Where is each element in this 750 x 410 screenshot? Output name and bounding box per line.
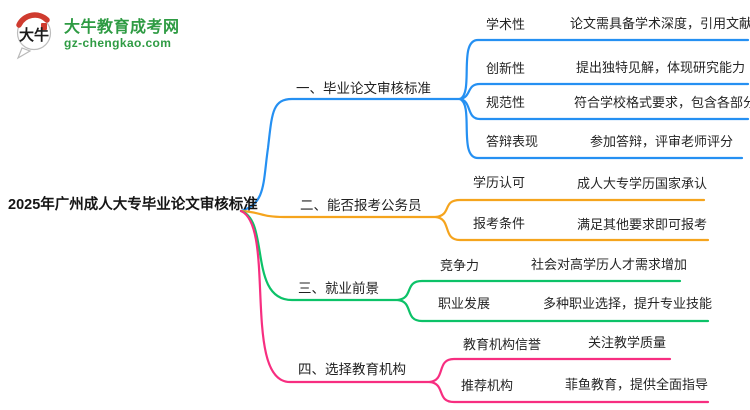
branch3-row1-keyword: 竞争力 — [440, 258, 480, 273]
branch1-row1-desc: 论文需具备学术深度，引用文献 — [570, 16, 750, 31]
branch4-row2-keyword: 推荐机构 — [461, 378, 514, 393]
branch1-row4-keyword: 答辩表现 — [486, 134, 539, 149]
branch2-label: 二、能否报考公务员 — [300, 198, 422, 213]
branch1-row2-keyword: 创新性 — [486, 61, 526, 76]
logo-text-block: 大牛教育成考网 gz-chengkao.com — [64, 19, 180, 51]
branch4-row2-desc: 菲鱼教育，提供全面指导 — [565, 377, 709, 392]
branch4-label: 四、选择教育机构 — [298, 362, 406, 377]
central-topic: 2025年广州成人大专毕业论文审核标准 — [8, 197, 258, 213]
branch1-connectors — [239, 38, 750, 213]
site-name: 大牛教育成考网 — [64, 18, 180, 36]
site-domain: gz-chengkao.com — [64, 36, 172, 51]
branch3-row2-keyword: 职业发展 — [438, 296, 491, 311]
branch1-row1-keyword: 学术性 — [486, 17, 526, 32]
site-logo: 大牛 大牛教育成考网 gz-chengkao.com — [12, 10, 180, 60]
branch2-row1-keyword: 学历认可 — [473, 175, 526, 190]
branch4-connectors — [239, 209, 710, 404]
logo-icon-text: 大牛 — [19, 26, 49, 44]
branch1-row3-desc: 符合学校格式要求，包含各部分 — [574, 95, 750, 110]
branch4-row1-desc: 关注教学质量 — [588, 335, 667, 350]
branch2-row2-keyword: 报考条件 — [473, 216, 526, 231]
branch4-row1-keyword: 教育机构信誉 — [463, 337, 542, 352]
branch3-row1-desc: 社会对高学历人才需求增加 — [531, 257, 688, 272]
branch1-row3-keyword: 规范性 — [486, 95, 526, 110]
branch2-connectors — [239, 198, 710, 242]
branch2-row1-desc: 成人大专学历国家承认 — [577, 176, 708, 191]
branch1-row2-desc: 提出独特见解，体现研究能力 — [576, 60, 746, 75]
logo-bubble-icon: 大牛 — [16, 12, 52, 60]
branch3-row2-desc: 多种职业选择，提升专业技能 — [543, 296, 713, 311]
branch3-label: 三、就业前景 — [298, 281, 379, 296]
branch1-row4-desc: 参加答辩，评审老师评分 — [590, 134, 734, 149]
branch2-row2-desc: 满足其他要求即可报考 — [577, 217, 708, 232]
branch1-label: 一、毕业论文审核标准 — [296, 81, 431, 96]
